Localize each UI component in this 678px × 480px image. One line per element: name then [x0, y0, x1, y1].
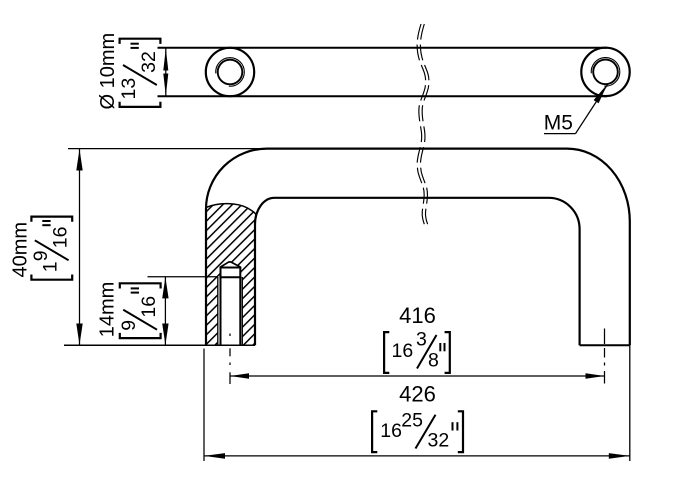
svg-text:32: 32 — [138, 51, 160, 73]
svg-text:Ø 10mm: Ø 10mm — [97, 33, 119, 110]
svg-text:8: 8 — [428, 350, 439, 372]
svg-text:3: 3 — [416, 329, 427, 351]
svg-text:9: 9 — [118, 320, 140, 331]
svg-text:16: 16 — [392, 340, 414, 362]
svg-text:416: 416 — [399, 303, 436, 328]
svg-text:16: 16 — [50, 226, 72, 248]
svg-text:13: 13 — [118, 78, 140, 100]
svg-text:16: 16 — [380, 420, 402, 442]
svg-text:25: 25 — [401, 410, 423, 432]
svg-text:426: 426 — [399, 381, 436, 406]
svg-text:32: 32 — [428, 430, 450, 452]
svg-text:M5: M5 — [544, 111, 573, 134]
svg-text:14mm: 14mm — [97, 282, 119, 338]
svg-text:40mm: 40mm — [10, 222, 32, 278]
svg-text:9: 9 — [30, 250, 52, 261]
svg-text:16: 16 — [138, 296, 160, 318]
svg-text:1: 1 — [39, 261, 61, 272]
